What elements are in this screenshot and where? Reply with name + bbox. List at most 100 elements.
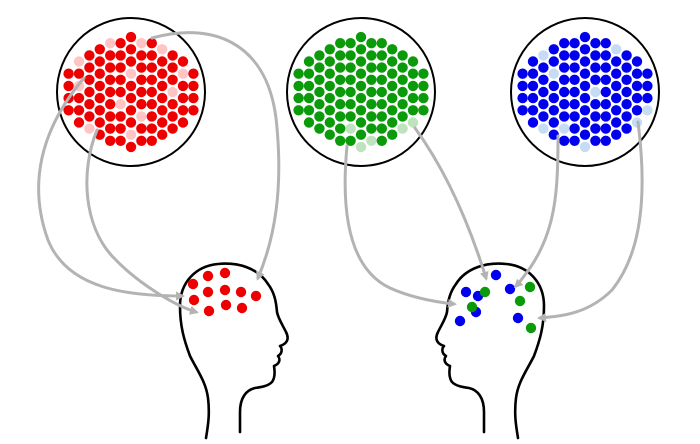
- green-pool-dot: [345, 38, 356, 49]
- blue-pool-dots: [517, 31, 653, 153]
- green-pool-dot: [387, 56, 398, 67]
- green-pool-dot: [355, 105, 367, 116]
- red-pool-dot: [115, 74, 126, 86]
- green-pool-dot: [366, 99, 377, 110]
- blue-pool-dot: [559, 50, 570, 61]
- green-pool-dot: [387, 117, 398, 128]
- green-pool-dot: [345, 135, 356, 146]
- green-pool-dot: [407, 68, 419, 79]
- red-pool-dot: [84, 111, 95, 122]
- green-pool-dot: [324, 68, 335, 79]
- red-pool-dot: [177, 105, 189, 116]
- blue-pool-dot: [642, 92, 653, 104]
- blue-pool-dot: [590, 38, 601, 49]
- blue-pool-dot: [600, 111, 611, 122]
- green-pool-dot: [303, 92, 315, 104]
- blue-pool-dot: [600, 123, 611, 134]
- right-head-dot-green: [514, 295, 526, 307]
- blue-pool-dot: [611, 129, 622, 140]
- red-pool-dot: [105, 74, 116, 86]
- green-pool-dot: [418, 68, 429, 79]
- blue-pool-dot: [548, 117, 559, 128]
- green-pool-dot: [355, 68, 367, 79]
- green-pool-dot: [314, 86, 325, 98]
- red-pool-dot: [146, 111, 157, 122]
- red-pool-dot: [125, 56, 137, 67]
- blue-pool-dot: [579, 92, 591, 104]
- red-pool-dot: [157, 92, 168, 104]
- green-pool-dot: [355, 44, 367, 55]
- arrow-red-outer: [37, 76, 185, 301]
- green-pool-dot: [314, 74, 325, 86]
- blue-pool-dot: [579, 44, 591, 55]
- blue-pool-dot: [569, 111, 580, 122]
- blue-pool-dot: [538, 123, 549, 134]
- green-pool-dot: [293, 68, 304, 79]
- red-pool-dot: [157, 68, 168, 79]
- blue-pool-dot: [548, 68, 559, 79]
- red-pool-dot: [94, 68, 106, 79]
- green-pool-dot: [376, 86, 387, 98]
- red-pool-dot: [115, 50, 126, 61]
- blue-pool-dot: [600, 74, 611, 86]
- right-head-dot-blue: [460, 286, 472, 298]
- red-pool-dot: [146, 99, 157, 110]
- red-pool-dot: [63, 105, 74, 116]
- blue-pool-dot: [611, 44, 622, 55]
- red-pool-dot: [188, 80, 199, 92]
- blue-pool-dot: [600, 135, 611, 146]
- blue-pool-dot: [579, 117, 591, 128]
- green-pool-dot: [387, 80, 398, 92]
- green-pool-dot: [407, 117, 419, 128]
- red-pool-dot: [105, 135, 116, 146]
- right-head-dot-green: [524, 281, 536, 293]
- red-pool-dot: [105, 123, 116, 134]
- red-pool-dot: [125, 31, 137, 43]
- blue-pool-dot: [538, 74, 549, 86]
- green-pool-dot: [387, 68, 398, 79]
- red-pool-dot: [115, 62, 126, 73]
- green-pool-dot: [376, 62, 387, 73]
- green-pool-dot: [303, 117, 315, 128]
- red-pool-dot: [157, 105, 168, 116]
- red-pool-dot: [84, 86, 95, 98]
- green-pool-dot: [387, 44, 398, 55]
- red-pool-dot: [94, 105, 106, 116]
- blue-pool-dot: [559, 135, 570, 146]
- blue-pool-dot: [642, 68, 653, 79]
- red-pool-dot: [136, 99, 147, 110]
- blue-pool-dot: [548, 44, 559, 55]
- blue-pool-dot: [631, 105, 643, 116]
- red-pool-dot: [73, 105, 85, 116]
- blue-pool-dot: [579, 105, 591, 116]
- red-pool-dot: [84, 123, 95, 134]
- blue-pool-dot: [538, 111, 549, 122]
- red-pool-dot: [125, 92, 137, 104]
- green-pool-dot: [345, 99, 356, 110]
- green-pool-dot: [355, 117, 367, 128]
- blue-pool-dot: [579, 31, 591, 43]
- red-pool-dot: [167, 86, 178, 98]
- green-pool-dot: [314, 111, 325, 122]
- green-pool-dot: [355, 141, 367, 153]
- green-pool-dot: [366, 123, 377, 134]
- green-pool-dot: [397, 111, 408, 122]
- red-pool-dot: [146, 62, 157, 73]
- blue-pool-dot: [548, 80, 559, 92]
- blue-pool-dot: [527, 105, 539, 116]
- red-pool-dot: [115, 99, 126, 110]
- left-head-dot-red: [202, 270, 214, 282]
- red-pool-dot: [63, 80, 74, 92]
- red-pool-dot: [125, 129, 137, 140]
- blue-pool-dot: [548, 129, 559, 140]
- red-pool-dot: [115, 111, 126, 122]
- green-pool-dot: [335, 38, 346, 49]
- green-pool-dot: [293, 80, 304, 92]
- red-pool-dot: [105, 99, 116, 110]
- arrow-green-right: [413, 126, 489, 281]
- red-pool-dot: [105, 50, 116, 61]
- green-pool-dot: [387, 92, 398, 104]
- blue-pool-dot: [538, 62, 549, 73]
- green-pool-dot: [335, 99, 346, 110]
- right-head-dot-green: [525, 322, 537, 334]
